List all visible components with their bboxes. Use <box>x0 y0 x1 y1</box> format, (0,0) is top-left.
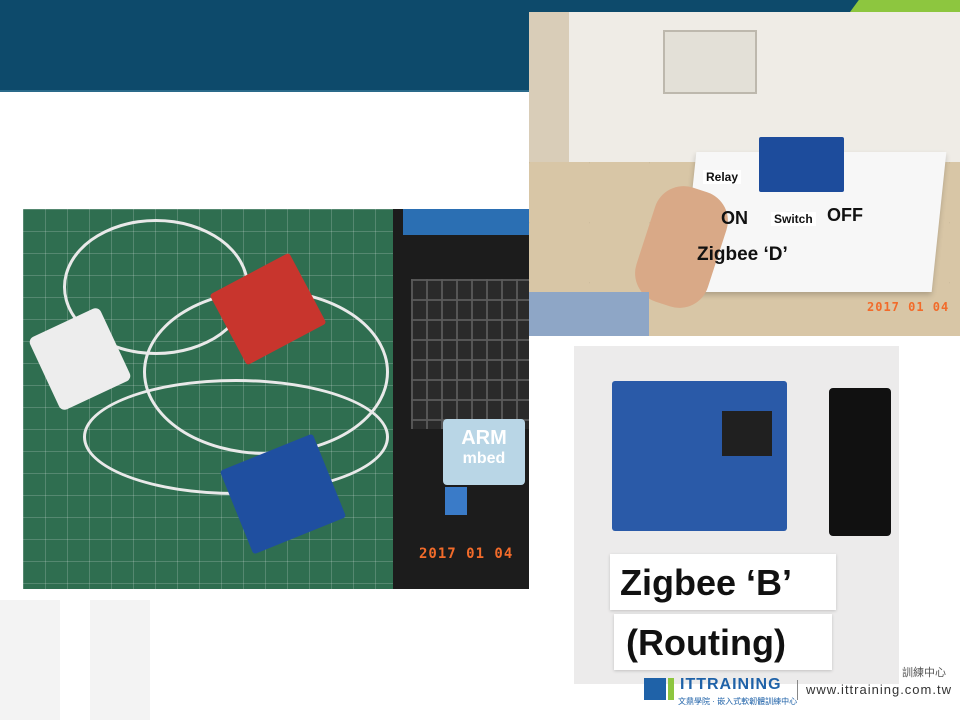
logo-icon <box>644 678 666 700</box>
photo-relay-board: Relay ON Switch OFF Zigbee ‘D’ 2017 01 0… <box>529 12 960 336</box>
header-accent-stripe <box>850 0 960 12</box>
relay-pcb <box>759 137 844 192</box>
laptop: ARM mbed <box>393 209 529 589</box>
logo-accent-icon <box>668 678 674 700</box>
footer-side-text: 訓練中心 <box>902 667 946 679</box>
logo-tagline: 文鼎學院 · 嵌入式軟韌體訓練中心 <box>678 697 798 706</box>
sign-zigbee-b: Zigbee ‘B’ <box>610 554 836 610</box>
sign-text-zigbee-b: Zigbee ‘B’ <box>620 562 793 603</box>
background-watermark <box>90 600 150 720</box>
intel-badge <box>445 487 467 515</box>
sticker-text-mbed: mbed <box>462 450 506 467</box>
label-switch: Switch <box>771 212 816 226</box>
sign-text-routing: (Routing) <box>626 622 786 663</box>
arm-mbed-sticker: ARM mbed <box>443 419 525 485</box>
label-off: OFF <box>827 205 863 225</box>
footer-divider <box>797 680 798 700</box>
date-stamp: 2017 01 04 <box>867 300 950 314</box>
date-stamp: 2017 01 04 <box>419 546 514 562</box>
footer: ITTRAINING 文鼎學院 · 嵌入式軟韌體訓練中心 www.ittrain… <box>640 667 960 720</box>
sign-routing: (Routing) <box>614 614 832 670</box>
photo-workbench: ARM mbed 2017 01 04 <box>23 209 529 589</box>
battery-holder <box>829 388 891 536</box>
label-zigbee-d: Zigbee ‘D’ <box>697 244 788 265</box>
laptop-keyboard <box>411 279 529 429</box>
zigbee-module <box>722 411 772 456</box>
logo-wordmark: ITTRAINING <box>680 676 782 693</box>
sticker-text-arm: ARM <box>461 427 507 449</box>
laptop-screen <box>403 209 529 235</box>
footer-url[interactable]: www.ittraining.com.tw <box>806 682 952 697</box>
background-watermark <box>0 600 60 720</box>
routing-pcb <box>612 381 787 531</box>
photo-routing-board: Zigbee ‘B’ (Routing) <box>574 346 899 684</box>
sleeve <box>529 292 649 336</box>
label-relay: Relay <box>703 170 742 184</box>
label-on: ON <box>721 208 748 228</box>
wall-outlet <box>663 30 757 94</box>
